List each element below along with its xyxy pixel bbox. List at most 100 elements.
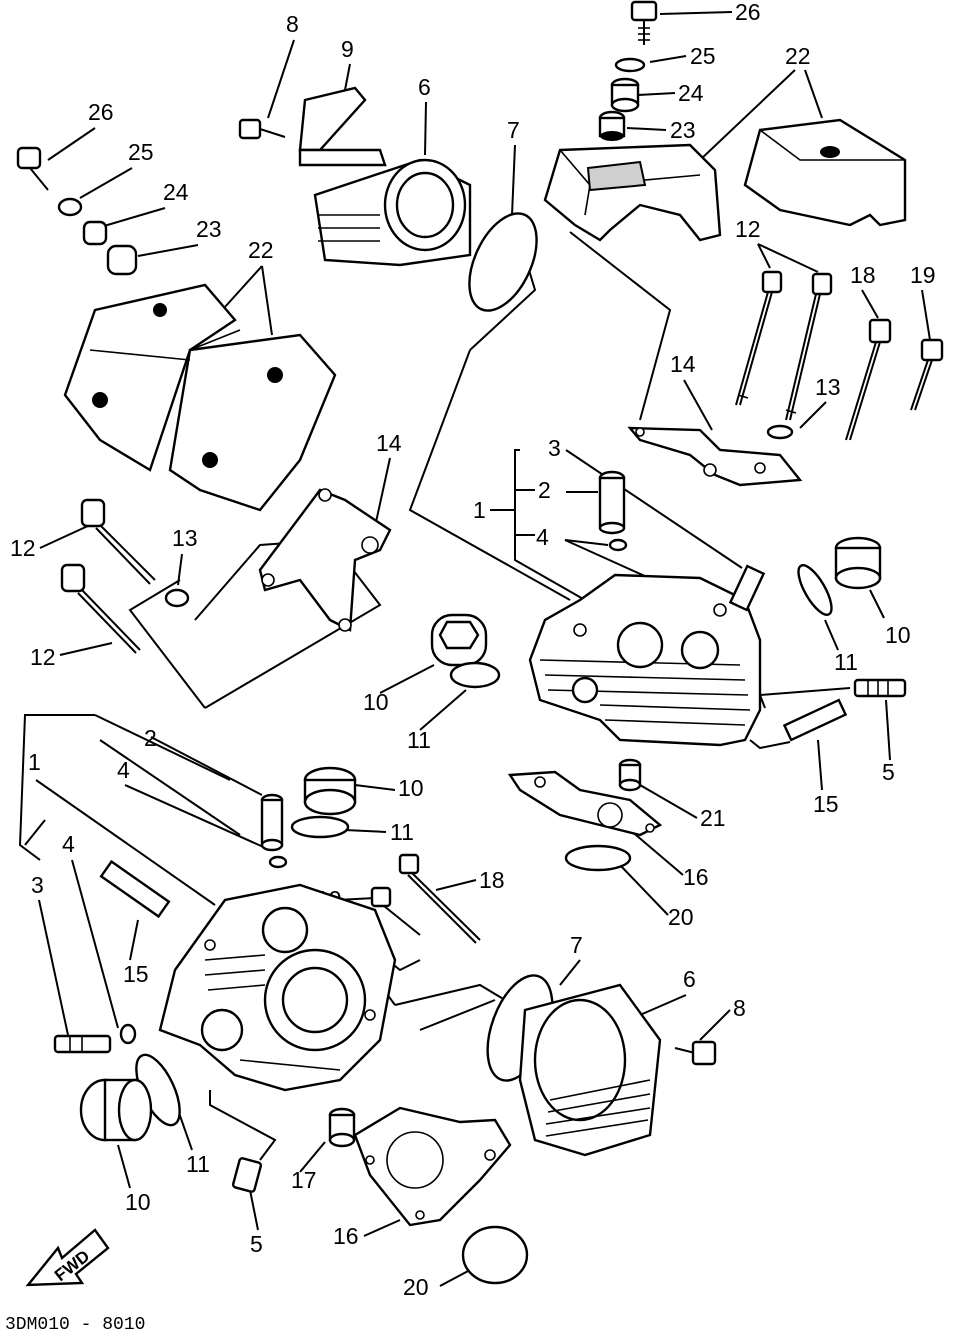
callout-6-top: 6	[418, 74, 431, 100]
oring-11-rear-right	[797, 564, 833, 616]
callout-12-front-b: 12	[30, 644, 56, 670]
callout-15-rear: 15	[813, 791, 839, 817]
bolt-12-front-a	[80, 498, 156, 585]
grommet-24-left	[82, 220, 108, 246]
collar-23-left	[106, 244, 138, 276]
callout-5-rear: 5	[882, 759, 895, 785]
cap-10-rear-mid	[430, 613, 488, 667]
cap-10-front-bottom	[79, 1078, 153, 1142]
callout-20-rear: 20	[668, 904, 694, 930]
bolt-19-rear	[910, 338, 944, 411]
callout-6-bottom: 6	[683, 966, 696, 992]
callout-19-top: 19	[910, 262, 936, 288]
callout-4-front-a: 4	[117, 757, 130, 783]
spark-plug-15-front	[99, 859, 171, 919]
bolt-8-bottom	[674, 1040, 717, 1066]
callout-5-front: 5	[250, 1231, 263, 1257]
bolt-18-rear	[845, 318, 892, 441]
bolt-12-front-b	[60, 563, 141, 654]
callout-10-front-bottom: 10	[125, 1189, 151, 1215]
valve-lifter-2-rear	[598, 470, 626, 535]
callout-18-top: 18	[850, 262, 876, 288]
washer-25-rear	[614, 57, 646, 73]
cylinder-6-top	[313, 158, 472, 267]
callout-labels: 26 25 24 23 22 12 18 19 14 13 3 2 1 4 10…	[5, 0, 936, 1333]
bolt-18-front	[398, 853, 481, 944]
cap-10-rear-right	[834, 536, 882, 590]
oring-11-rear-mid	[449, 661, 501, 689]
callout-7-bottom: 7	[570, 932, 583, 958]
callout-13-front: 13	[172, 525, 198, 551]
bolt-12-rear-b	[785, 272, 833, 421]
callout-4-front-b: 4	[62, 831, 75, 857]
oring-20-front	[461, 1225, 529, 1285]
fwd-arrow-icon: FWD	[25, 1228, 110, 1287]
collar-23-rear	[598, 110, 626, 141]
callout-22-left: 22	[248, 237, 274, 263]
callout-12-front-a: 12	[10, 535, 36, 561]
callout-16-rear: 16	[683, 864, 709, 890]
washer-25-left	[57, 197, 83, 217]
rear-bolt-washer-stack	[598, 0, 658, 141]
callout-24-left: 24	[163, 179, 189, 205]
callout-25-left: 25	[128, 139, 154, 165]
dowel-21	[618, 758, 642, 792]
washer-13-front	[164, 588, 190, 608]
callout-13-rear: 13	[815, 374, 841, 400]
oring-7-top	[468, 212, 538, 312]
guide-3-front	[53, 1034, 112, 1054]
cylinder-head-cover-rear	[543, 143, 722, 242]
callout-8-bottom: 8	[733, 995, 746, 1021]
bolt-19-front	[370, 886, 421, 936]
callout-21: 21	[700, 805, 726, 831]
callout-7-top: 7	[507, 117, 520, 143]
stud-5-rear	[853, 678, 907, 698]
valve-lifter-2-front	[260, 793, 284, 852]
cylinder-6-bottom	[518, 983, 662, 1157]
grommet-24-rear	[610, 77, 640, 113]
stud-5-front	[231, 1157, 263, 1193]
callout-8-top: 8	[286, 11, 299, 37]
cylinder-head-cover-rear-alt	[743, 118, 907, 227]
callout-23-top: 23	[670, 117, 696, 143]
callout-26-top: 26	[735, 0, 761, 25]
bolt-26-rear	[630, 0, 658, 45]
callout-24-top: 24	[678, 80, 704, 106]
clip-4-rear	[608, 538, 628, 552]
callout-17: 17	[291, 1167, 317, 1193]
callout-18-front: 18	[479, 867, 505, 893]
clip-4-front-b	[119, 1023, 137, 1045]
gasket-16-rear	[507, 770, 663, 837]
clip-4-front-a	[268, 855, 288, 869]
callout-1-rear: 1	[473, 497, 486, 523]
cylinder-head-covers-22-left	[63, 283, 337, 512]
callout-11-rear-right: 11	[834, 649, 858, 675]
callout-12-top: 12	[735, 216, 761, 242]
gasket-16-front	[353, 1106, 512, 1227]
callout-16-front: 16	[333, 1223, 359, 1249]
callout-2-rear: 2	[538, 477, 551, 503]
callout-3-rear: 3	[548, 435, 561, 461]
cap-10-front-top	[303, 766, 357, 816]
callout-2-front: 2	[144, 725, 157, 751]
callout-1-front: 1	[28, 749, 41, 775]
callout-11-front-bottom: 11	[186, 1151, 210, 1177]
callout-11-rear-mid: 11	[407, 727, 431, 753]
rocker-plate-14-rear	[627, 426, 803, 487]
callout-10-rear-mid: 10	[363, 689, 389, 715]
callout-4-rear: 4	[536, 524, 549, 550]
callout-11-front-top: 11	[390, 819, 414, 845]
callout-14-rear: 14	[670, 351, 696, 377]
callout-10-front-top: 10	[398, 775, 424, 801]
washer-13-rear	[766, 424, 794, 440]
bolt-8-top	[238, 118, 286, 140]
callout-15-front: 15	[123, 961, 149, 987]
long-bolts-12-rear	[735, 270, 944, 441]
drawing-code: 3DM010 - 8010	[5, 1315, 145, 1333]
callout-22-top: 22	[785, 43, 811, 69]
dowel-17	[328, 1107, 356, 1148]
callout-26-left: 26	[88, 99, 114, 125]
callout-3-front: 3	[31, 872, 44, 898]
oring-20-rear	[564, 844, 632, 872]
